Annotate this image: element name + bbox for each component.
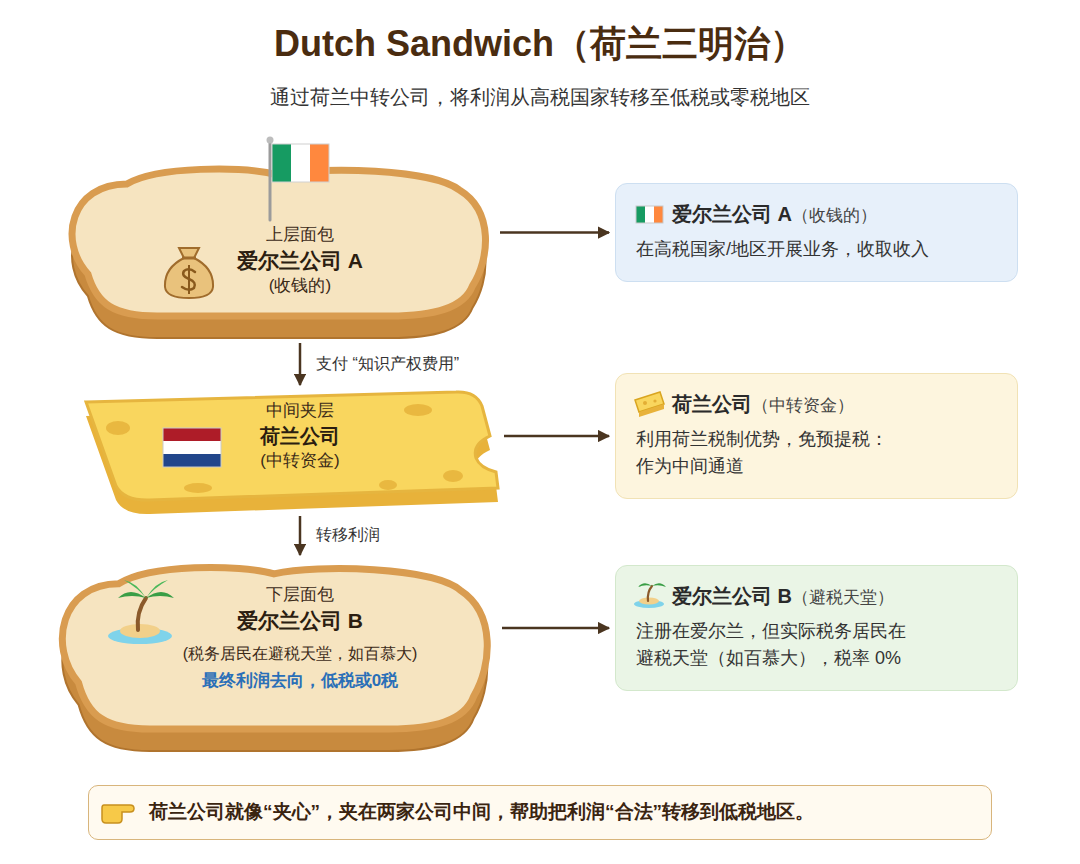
- cheese-hole: [443, 470, 463, 482]
- cheese-hole: [184, 483, 212, 493]
- connector-arrow: [299, 343, 302, 385]
- diagram-title: Dutch Sandwich（荷兰三明治）: [0, 20, 1080, 69]
- text-group: 中间夹层荷兰公司(中转资金): [150, 400, 450, 473]
- cheese-wedge: [635, 392, 664, 412]
- sand: [120, 624, 160, 638]
- box-heading: 爱尔兰公司 A: [672, 203, 792, 225]
- bread-face: [62, 567, 487, 729]
- flag-stripe: [272, 144, 291, 182]
- irish-flag-small: [636, 206, 663, 223]
- flag-outline: [163, 428, 221, 467]
- info-box: 爱尔兰公司 A（收钱的） 在高税国家/地区开展业务，收取收入: [615, 183, 1018, 282]
- flag-stripe: [654, 206, 663, 223]
- dollar-symbol: [188, 265, 190, 294]
- dutch-flag: [163, 428, 221, 467]
- bread-node: 上层面包爱尔兰公司 A(收钱的): [62, 160, 494, 340]
- node-text: 爱尔兰公司 A: [140, 247, 460, 275]
- bread-face: [72, 169, 485, 316]
- cheese-side: [639, 404, 664, 417]
- text-group: 下层面包爱尔兰公司 B (税务居民在避税天堂，如百慕大) 最终利润去向，低税或0税: [120, 584, 480, 693]
- flag-stripe: [163, 441, 221, 454]
- text-group: 上层面包爱尔兰公司 A(收钱的): [140, 224, 460, 298]
- edge-label: 支付 “知识产权费用”: [316, 354, 459, 375]
- box-heading: 爱尔兰公司 B: [672, 585, 792, 607]
- connector-arrow: [502, 627, 609, 630]
- node-text: (税务居民在避税天堂，如百慕大): [120, 643, 480, 665]
- irish-flag: [267, 137, 330, 221]
- cheese-face: [86, 392, 498, 500]
- money-bag: [165, 248, 213, 298]
- connector-arrow: [504, 435, 609, 438]
- pole-knob: [267, 137, 274, 144]
- flag-outline: [272, 144, 329, 182]
- node-text: 荷兰公司: [150, 423, 450, 450]
- palm-island: [108, 580, 174, 644]
- bag-tie: [182, 257, 196, 260]
- cheese-hole: [643, 401, 647, 405]
- sand: [639, 598, 659, 605]
- box-body: 在高税国家/地区开展业务，收取收入: [636, 236, 997, 263]
- connector-arrow: [299, 516, 302, 555]
- flag-outline: [636, 206, 663, 223]
- palm-leaf: [124, 580, 146, 598]
- node-text: 中间夹层: [150, 400, 450, 423]
- info-box: 荷兰公司（中转资金） 利用荷兰税制优势，免预提税： 作为中间通道: [615, 373, 1018, 499]
- island-icon-small: [634, 583, 666, 608]
- flag-stripe: [163, 428, 221, 441]
- connector-arrow: [500, 231, 609, 234]
- box-heading-row: 爱尔兰公司 B（避税天堂）: [636, 582, 997, 612]
- node-text: 爱尔兰公司 B: [120, 607, 480, 635]
- box-body: 利用荷兰税制优势，免预提税： 作为中间通道: [636, 426, 902, 480]
- info-box: 爱尔兰公司 B（避税天堂） 注册在爱尔兰，但实际税务居民在 避税天堂（如百慕大），…: [615, 565, 1018, 691]
- palm-leaf: [146, 592, 174, 598]
- cheese-icon: [635, 392, 664, 417]
- dollar-symbol: [182, 269, 195, 290]
- node-text: 上层面包: [140, 224, 460, 247]
- box-body: 注册在爱尔兰，但实际税务居民在 避税天堂（如百慕大），税率 0%: [636, 618, 921, 672]
- cheese-node: 中间夹层荷兰公司(中转资金): [58, 388, 498, 513]
- node-text: (收钱的): [140, 275, 460, 298]
- flag-stripe: [636, 206, 645, 223]
- summary-note: 荷兰公司就像“夹心”，夹在两家公司中间，帮助把利润“合法”转移到低税地区。: [88, 785, 992, 840]
- subtitle: 通过荷兰中转公司，将利润从高税国家转移至低税或零税地区: [0, 84, 1080, 111]
- box-subheading: （避税天堂）: [792, 588, 894, 607]
- flag-stripe: [310, 144, 329, 182]
- node-text: (中转资金): [150, 450, 450, 473]
- box-heading-row: 爱尔兰公司 A（收钱的）: [636, 200, 997, 230]
- palm-trunk: [138, 598, 146, 630]
- cheese-hole: [404, 404, 432, 416]
- box-subheading: （中转资金）: [752, 396, 854, 415]
- palm-leaf: [638, 583, 652, 587]
- box-heading: 荷兰公司: [672, 393, 752, 415]
- flag-stripe: [645, 206, 654, 223]
- water: [108, 628, 172, 644]
- cheese-hole: [653, 399, 656, 402]
- cheese-hole: [106, 421, 130, 435]
- node-text: 下层面包: [120, 584, 480, 607]
- hand-shape: [102, 805, 134, 823]
- pointing-hand: [102, 805, 134, 823]
- node-text: 最终利润去向，低税或0税: [120, 670, 480, 693]
- palm-leaf: [652, 583, 666, 587]
- water: [634, 600, 664, 608]
- edge-label: 转移利润: [316, 525, 380, 546]
- palm-leaf: [118, 592, 146, 598]
- flag-stripe: [163, 454, 221, 467]
- box-heading-row: 荷兰公司（中转资金）: [636, 390, 997, 420]
- box-subheading: （收钱的）: [792, 206, 877, 225]
- bag-body: [165, 248, 213, 298]
- bread-node: 下层面包爱尔兰公司 B (税务居民在避税天堂，如百慕大) 最终利润去向，低税或0税: [52, 558, 496, 753]
- palm-trunk: [648, 586, 652, 601]
- cheese-hole: [379, 480, 397, 490]
- note-text: 荷兰公司就像“夹心”，夹在两家公司中间，帮助把利润“合法”转移到低税地区。: [149, 799, 971, 826]
- palm-leaf: [146, 580, 168, 598]
- flag-pole: [269, 142, 272, 220]
- flag-stripe: [291, 144, 310, 182]
